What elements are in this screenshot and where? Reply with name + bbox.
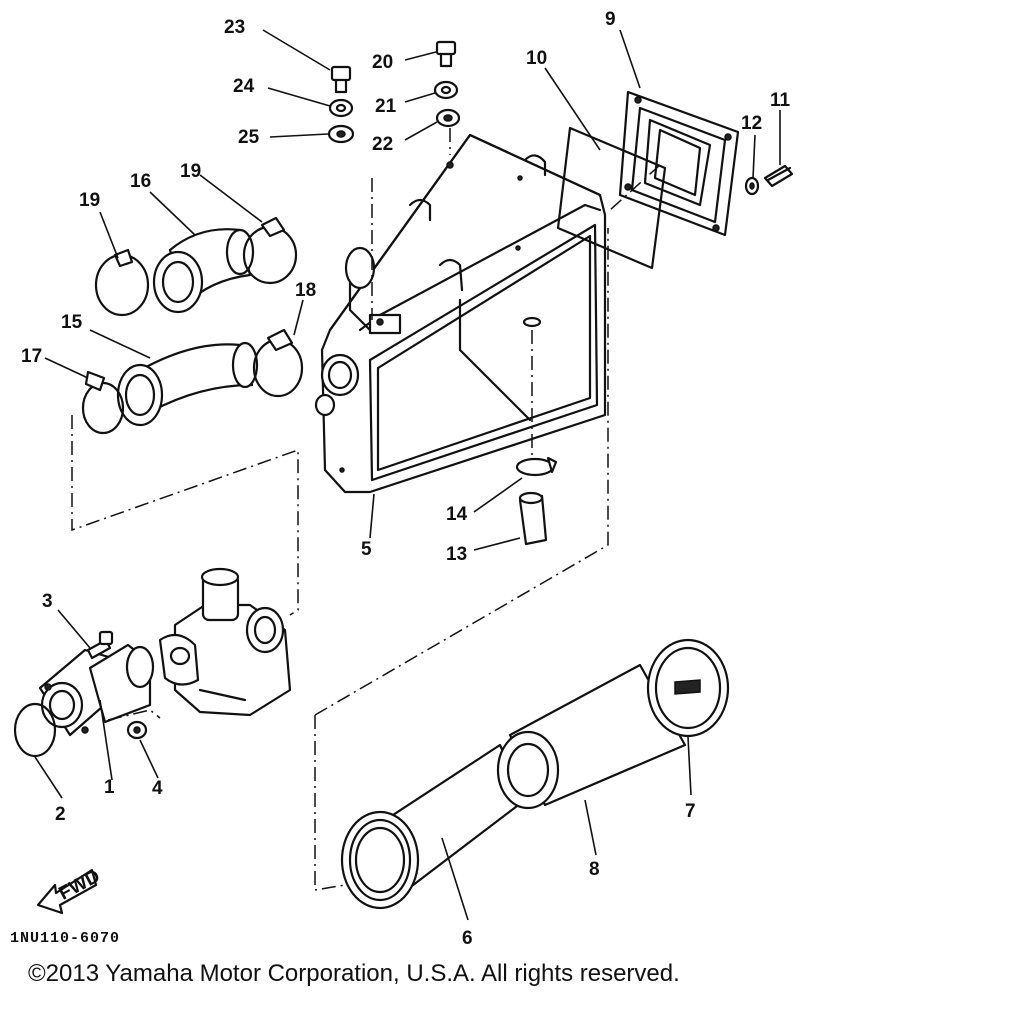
fwd-arrow-icon: FWD <box>36 866 104 915</box>
gasket-2 <box>13 702 57 758</box>
drain-hole <box>522 316 542 328</box>
callout-21: 21 <box>375 96 397 117</box>
washer-25 <box>327 124 355 144</box>
callout-8: 8 <box>589 859 600 880</box>
callout-1: 1 <box>104 777 115 798</box>
callout-22: 22 <box>372 134 393 155</box>
air-filter-case <box>314 133 607 494</box>
assembly-lines <box>71 128 661 891</box>
diagram-reference-code: 1NU110-6070 <box>10 930 121 947</box>
bolt-20 <box>435 40 457 68</box>
callout-17: 17 <box>21 346 42 367</box>
clip-14 <box>515 456 558 477</box>
drain-plug-13 <box>518 491 548 546</box>
callout-2: 2 <box>55 804 66 825</box>
clamp-18 <box>252 328 304 398</box>
callout-15: 15 <box>61 312 83 333</box>
washer-12 <box>744 176 760 196</box>
callout-5: 5 <box>361 539 372 560</box>
screw-11 <box>763 164 794 188</box>
element-6 <box>340 743 527 910</box>
fwd-label: FWD <box>56 866 104 905</box>
callout-14: 14 <box>446 504 468 525</box>
washer-21 <box>433 80 459 100</box>
washer-22 <box>435 108 461 128</box>
joint-15 <box>116 341 259 427</box>
callout-11: 11 <box>770 90 791 111</box>
clamp-19-right <box>242 216 298 285</box>
case-gasket <box>556 126 667 270</box>
joint-16 <box>152 228 255 314</box>
callout-24: 24 <box>233 76 255 97</box>
callout-4: 4 <box>152 778 163 799</box>
callout-16: 16 <box>130 171 151 192</box>
callout-20: 20 <box>372 52 393 73</box>
callout-labels: 23 24 25 20 21 22 10 9 12 11 19 16 19 15… <box>21 9 791 949</box>
callout-13: 13 <box>446 544 467 565</box>
bolt-23 <box>330 65 352 94</box>
clamp-19-left <box>94 248 150 317</box>
callout-3: 3 <box>42 591 53 612</box>
callout-23: 23 <box>224 17 245 38</box>
callout-6: 6 <box>462 928 473 949</box>
leader-lines <box>34 29 781 921</box>
callout-18: 18 <box>295 280 316 301</box>
copyright-notice: ©2013 Yamaha Motor Corporation, U.S.A. A… <box>28 960 680 987</box>
case-cover <box>618 90 740 237</box>
nut-4 <box>126 720 148 740</box>
carburetor <box>158 567 292 717</box>
callout-10: 10 <box>526 48 547 69</box>
callout-19-left: 19 <box>79 190 100 211</box>
plate-7 <box>646 638 730 738</box>
callout-7: 7 <box>685 801 696 822</box>
callout-12: 12 <box>741 113 762 134</box>
callout-9: 9 <box>605 9 616 30</box>
element-8 <box>496 663 687 810</box>
washer-24 <box>328 98 354 118</box>
bolt-3 <box>86 630 114 660</box>
callout-19-right: 19 <box>180 161 201 182</box>
clamp-17 <box>81 370 125 435</box>
callout-25: 25 <box>238 127 260 148</box>
